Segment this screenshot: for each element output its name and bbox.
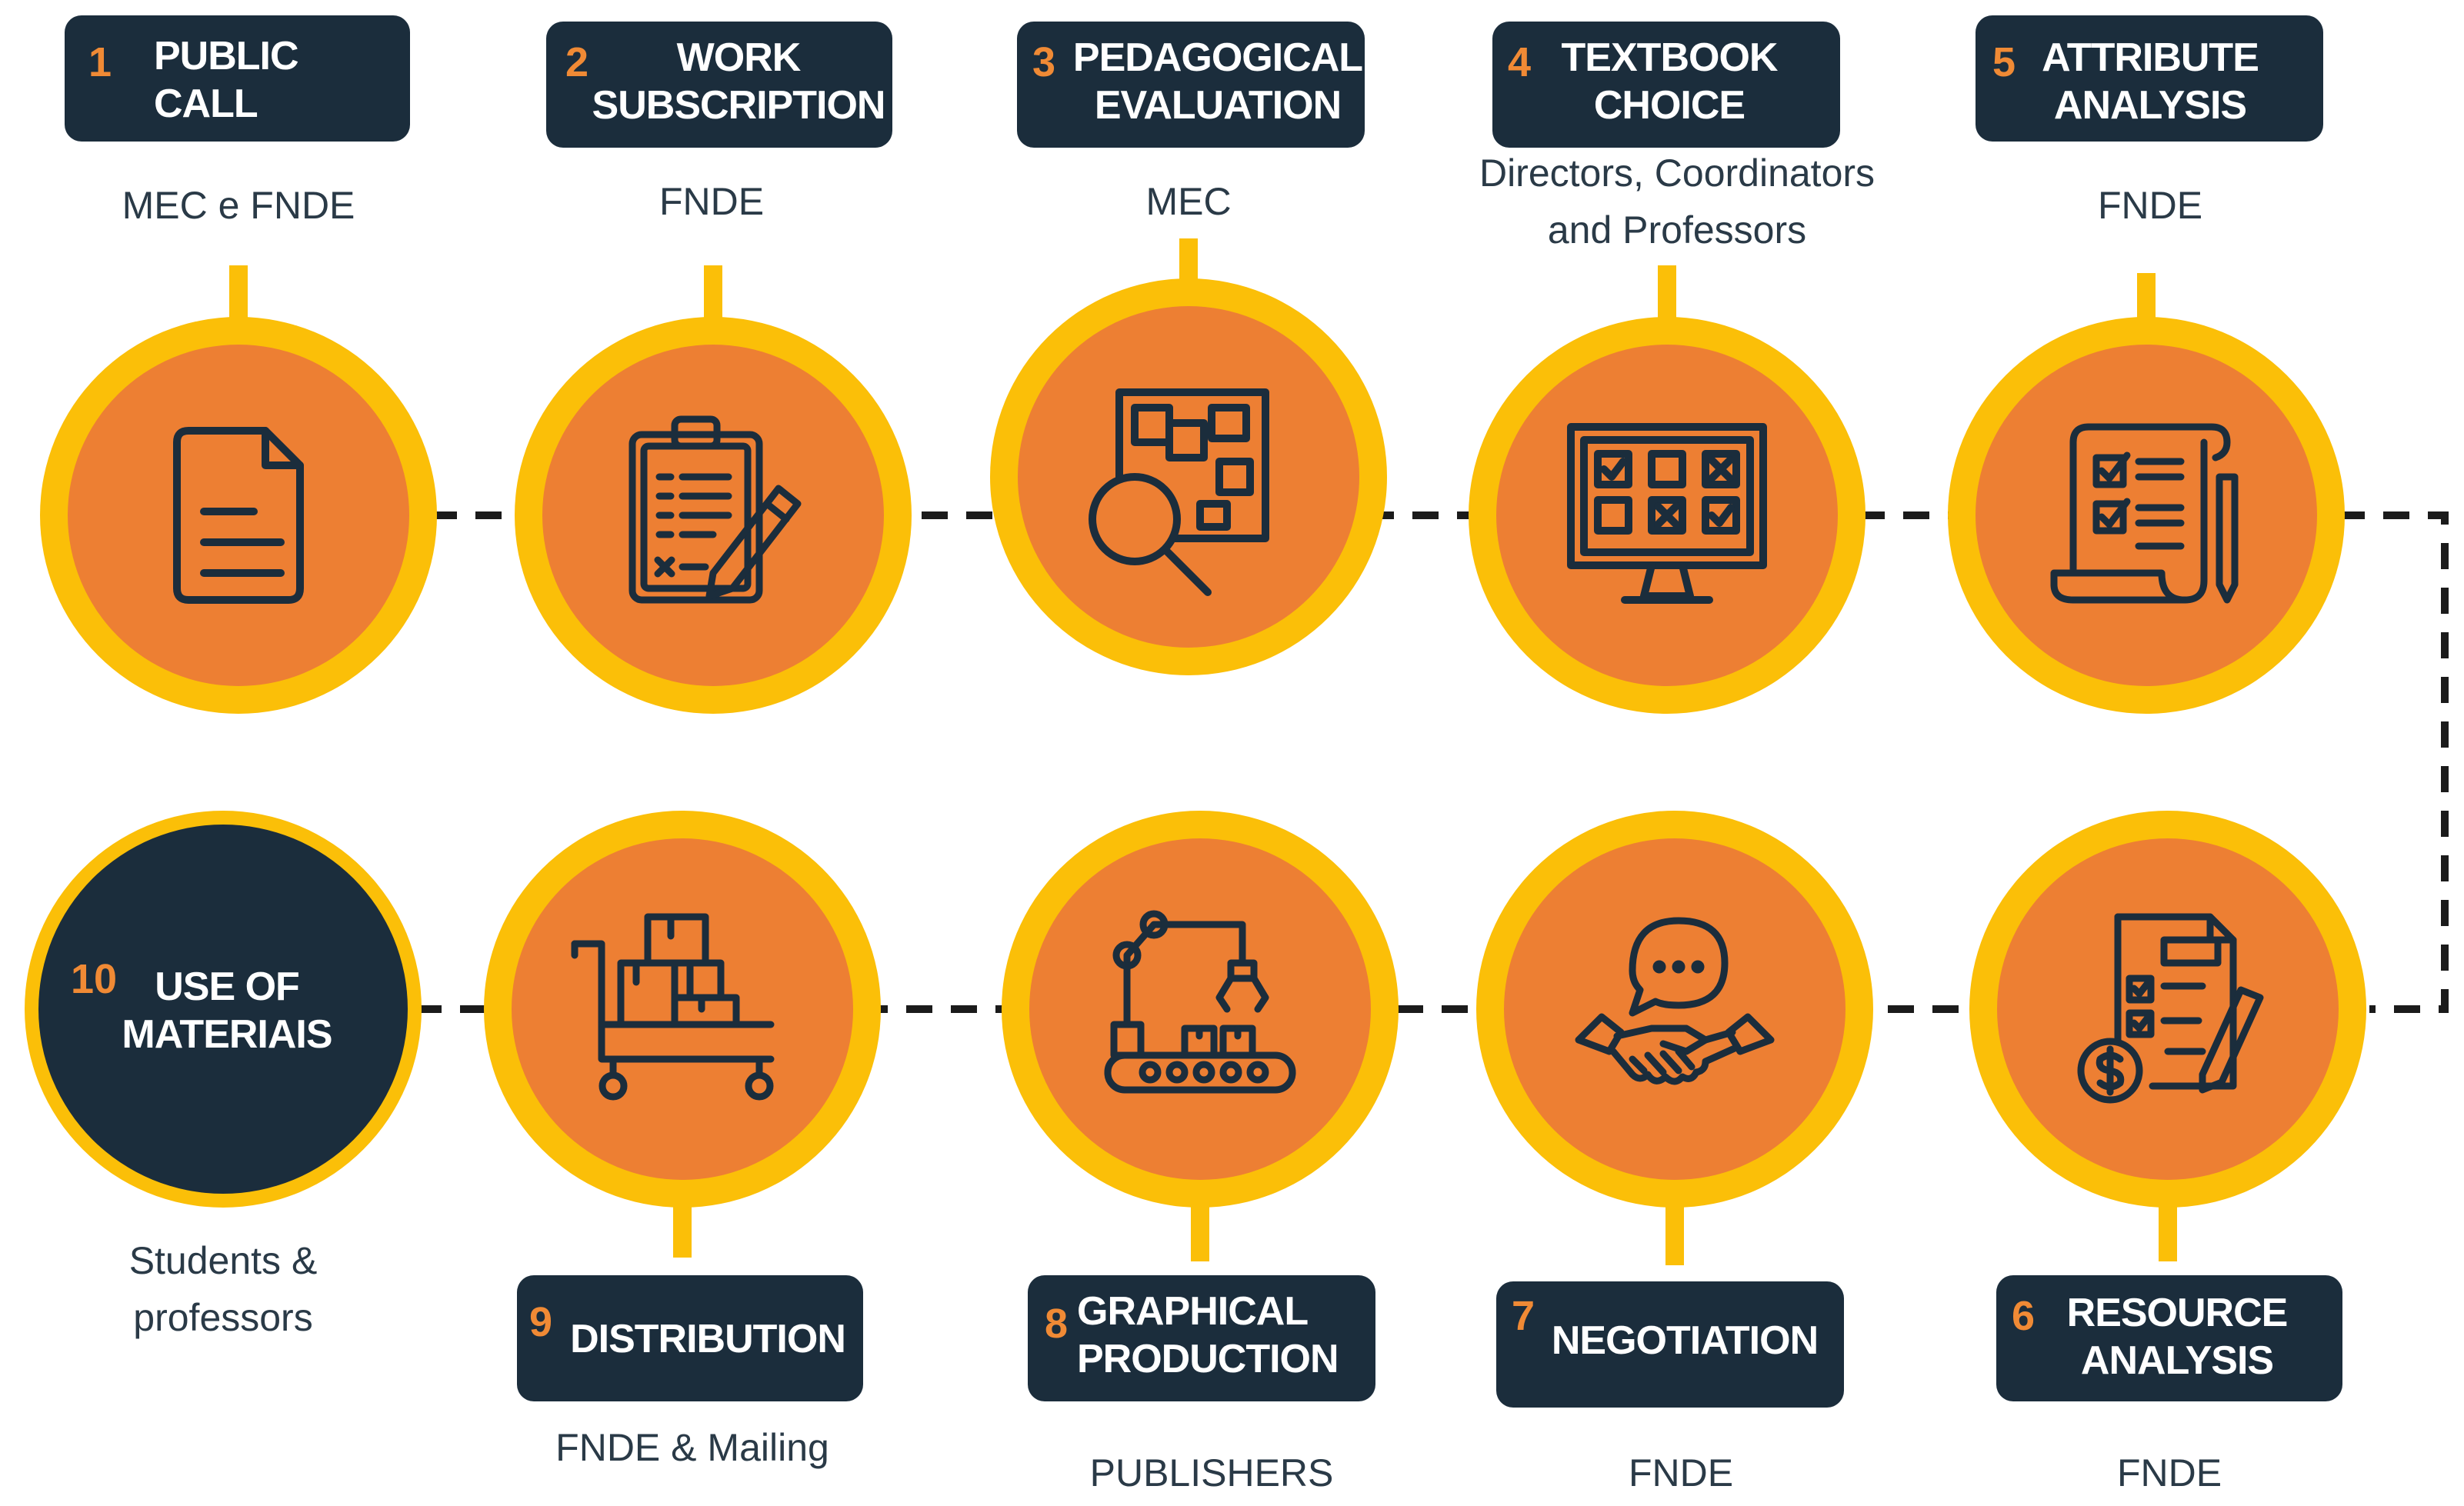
step-3-node — [990, 238, 1387, 675]
turn-connector — [2339, 511, 2449, 1013]
step-2-label-box — [546, 22, 892, 148]
step-1-number: 1 — [88, 39, 112, 85]
step-5-title: ATTRIBUTE ANALYSIS — [2042, 35, 2259, 128]
step-9-title: DISTRIBUTION — [570, 1317, 846, 1361]
step-7-node — [1476, 811, 1873, 1265]
step-4-number: 4 — [1508, 39, 1532, 85]
step-4-actor: Directors, Coordinators and Professors — [1479, 152, 1876, 252]
step-8-label-box — [1028, 1275, 1375, 1401]
step-2-node — [515, 265, 912, 714]
step-6-circle — [1997, 838, 2339, 1180]
step-10-node — [25, 811, 422, 1208]
step-10-title: USE OF MATERIAIS — [122, 965, 332, 1057]
step-9-number: 9 — [529, 1299, 553, 1345]
step-3-actor: MEC — [1145, 180, 1232, 223]
step-2-number: 2 — [565, 39, 589, 85]
step-2-actor: FNDE — [659, 180, 765, 223]
step-3-title: PEDAGOGICAL EVALUATION — [1072, 35, 1363, 128]
step-10-number: 10 — [71, 956, 118, 1002]
step-3-number: 3 — [1032, 39, 1056, 85]
step-2-title: WORK SUBSCRIPTION — [592, 35, 886, 128]
step-10-actor: Students & professors — [128, 1239, 318, 1339]
step-7-circle — [1504, 838, 1845, 1180]
step-5-label-box — [1976, 15, 2323, 142]
step-6-actor: FNDE — [2116, 1451, 2222, 1494]
step-8-node — [1002, 811, 1399, 1261]
step-7-label-box — [1496, 1281, 1844, 1408]
step-6-label-box — [1996, 1275, 2342, 1401]
step-5-number: 5 — [1992, 39, 2016, 85]
step-8-number: 8 — [1045, 1301, 1069, 1347]
step-7-actor: FNDE — [1628, 1451, 1734, 1494]
step-5-circle — [1976, 345, 2317, 686]
step-1-node — [40, 265, 437, 714]
step-9-circle — [512, 838, 853, 1180]
step-8-actor: PUBLISHERS — [1089, 1451, 1334, 1494]
step-3-circle — [1018, 306, 1359, 648]
step-9-node — [484, 811, 881, 1258]
step-4-title: TEXTBOOK CHOICE — [1561, 35, 1779, 128]
step-6-number: 6 — [2012, 1293, 2036, 1339]
step-5-actor: FNDE — [2097, 184, 2203, 227]
step-6-node — [1969, 811, 2366, 1261]
step-7-number: 7 — [1512, 1293, 1535, 1339]
step-8-title: GRAPHICAL PRODUCTION — [1077, 1289, 1339, 1381]
step-5-node — [1948, 273, 2345, 714]
step-nodes — [25, 238, 2366, 1265]
step-9-actor: FNDE & Mailing — [555, 1426, 829, 1469]
step-8-circle — [1029, 838, 1371, 1180]
step-9-label-box — [517, 1275, 863, 1401]
step-7-title: NEGOTIATION — [1551, 1318, 1819, 1363]
step-1-label-box — [65, 15, 410, 142]
step-1-title: PUBLIC CALL — [154, 34, 299, 126]
step-4-label-box — [1492, 22, 1840, 148]
step-6-title: RESOURCE ANALYSIS — [2066, 1291, 2289, 1383]
step-4-node — [1469, 265, 1866, 714]
step-10-circle — [38, 825, 408, 1194]
step-3-label-box — [1017, 22, 1365, 148]
step-1-actor: MEC e FNDE — [122, 184, 355, 227]
